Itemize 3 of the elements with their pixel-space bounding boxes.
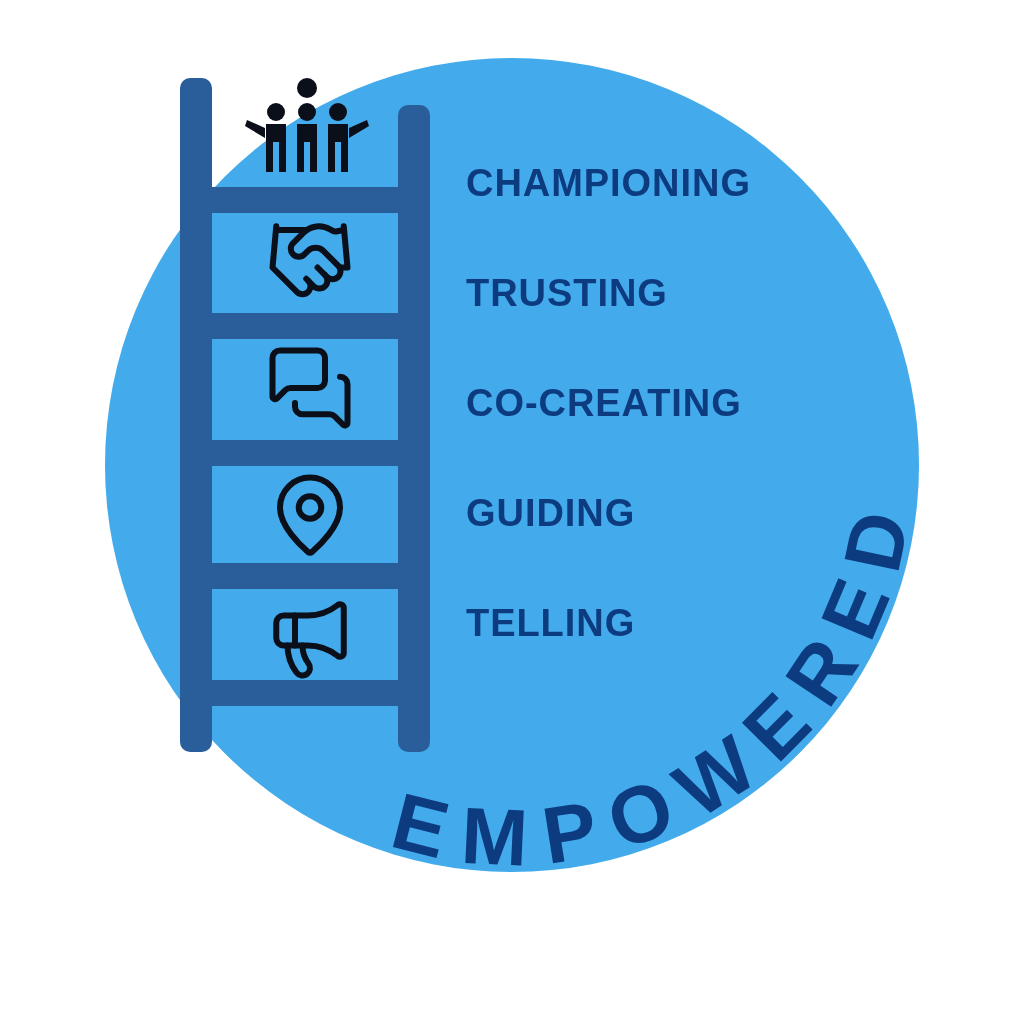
step-label: CHAMPIONING	[466, 164, 751, 202]
step-label: CO-CREATING	[466, 384, 742, 422]
step-label: TRUSTING	[466, 274, 668, 312]
